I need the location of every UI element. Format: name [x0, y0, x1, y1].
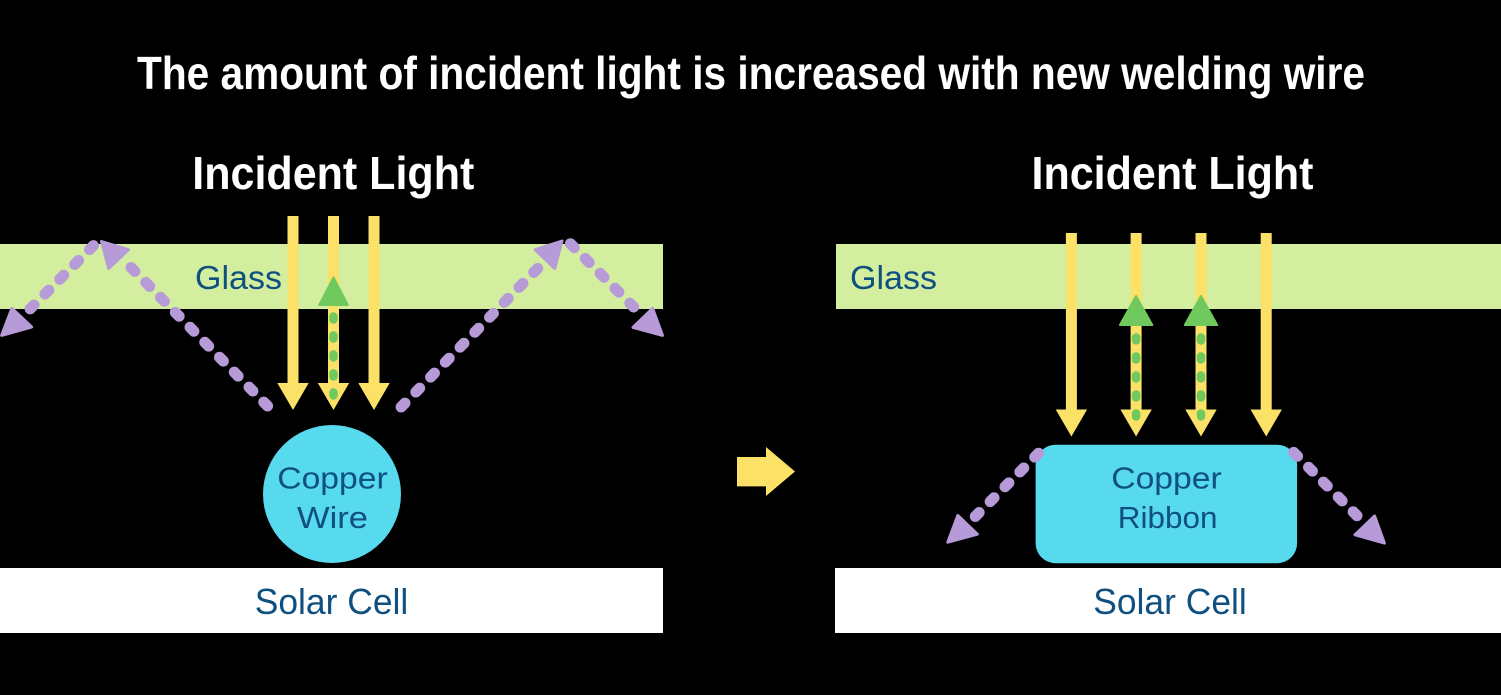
- svg-text:Ribbon: Ribbon: [1118, 500, 1218, 535]
- svg-text:Glass: Glass: [850, 259, 937, 296]
- svg-text:Copper: Copper: [1111, 461, 1222, 496]
- svg-text:Glass: Glass: [195, 259, 282, 296]
- svg-text:Copper: Copper: [277, 461, 388, 496]
- svg-text:Incident Light: Incident Light: [1032, 147, 1314, 199]
- svg-text:Solar Cell: Solar Cell: [1093, 581, 1247, 622]
- svg-text:Incident Light: Incident Light: [192, 147, 474, 199]
- svg-text:Solar Cell: Solar Cell: [255, 581, 409, 622]
- svg-text:The amount of incident light i: The amount of incident light is increase…: [137, 47, 1365, 99]
- svg-text:Wire: Wire: [297, 500, 368, 535]
